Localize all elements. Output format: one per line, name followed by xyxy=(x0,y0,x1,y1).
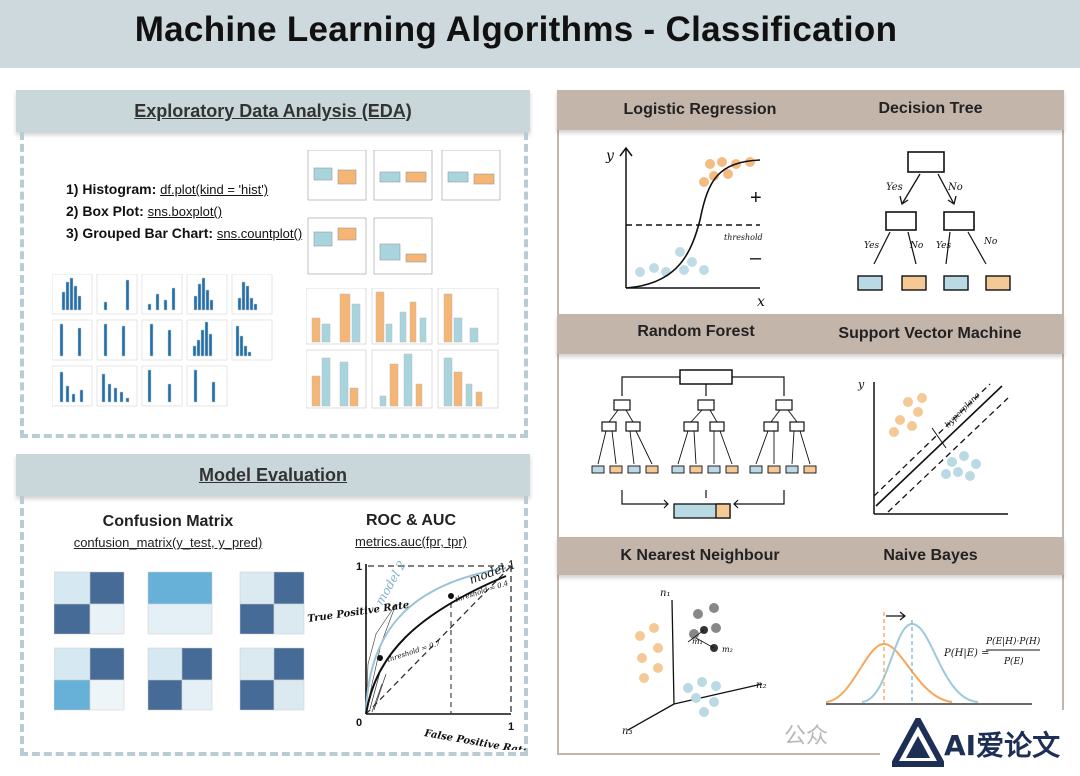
knn-n1: n₁ xyxy=(660,588,670,599)
logistic-plus: + xyxy=(750,187,762,209)
eda-frame xyxy=(20,132,528,438)
boxplot-thumbnails xyxy=(307,150,501,275)
title-banner xyxy=(0,0,1080,68)
random-forest-sketch xyxy=(591,369,817,519)
eda-item-code: sns.boxplot() xyxy=(147,204,223,219)
roc-curve-sketch: model 2 model 1 threshold = 0.4 threshol… xyxy=(307,557,526,750)
svm-sketch: y hyperplane xyxy=(857,378,1009,515)
tree-yes-2: Yes xyxy=(864,241,879,251)
knn-m1: m₁ xyxy=(692,637,703,646)
svm-title: Support Vector Machine xyxy=(838,325,1022,342)
knn-n3: n₃ xyxy=(622,726,632,737)
eda-item-label: 1) Histogram: xyxy=(66,181,157,197)
algorithms-panel xyxy=(557,90,1064,755)
eda-header: Exploratory Data Analysis (EDA) xyxy=(16,90,530,132)
bayes-numerator: P(E|H)·P(H) xyxy=(985,636,1041,647)
watermark-text: 公众 xyxy=(784,724,829,749)
logistic-x-label: x xyxy=(757,294,765,310)
eda-panel: Exploratory Data Analysis (EDA) 1) Histo… xyxy=(16,90,530,438)
algorithms-header-row3: K Nearest Neighbour Naive Bayes xyxy=(557,537,1064,575)
brand-watermark: AI爱论文 xyxy=(880,710,1080,776)
evaluation-header-label: Model Evaluation xyxy=(198,465,348,485)
naive-bayes-sketch: P(H|E) = P(E|H)·P(H) P(E) xyxy=(825,611,1041,705)
evaluation-header: Model Evaluation xyxy=(16,454,530,496)
knn-n2: n₂ xyxy=(756,680,766,691)
eda-item-code: df.plot(kind = 'hist') xyxy=(160,182,269,197)
brand-text: AI爱论文 xyxy=(944,729,1061,762)
knn-title: K Nearest Neighbour xyxy=(620,547,780,564)
eda-item-label: 2) Box Plot: xyxy=(66,203,144,219)
confusion-code: confusion_matrix(y_test, y_pred) xyxy=(73,535,263,550)
bayes-title: Naive Bayes xyxy=(883,547,978,564)
knn-m2: m₂ xyxy=(722,645,733,654)
page-title: Machine Learning Algorithms - Classifica… xyxy=(134,10,898,49)
bayes-denominator: P(E) xyxy=(1003,656,1024,667)
roc-threshold-b: threshold = 0.7 xyxy=(386,639,442,664)
forest-title: Random Forest xyxy=(637,323,755,340)
confusion-title: Confusion Matrix xyxy=(102,513,234,530)
roc-tick-x1: 1 xyxy=(508,721,514,733)
logistic-sketch: y x + – threshold xyxy=(605,146,765,310)
tree-yes-3: Yes xyxy=(936,241,951,251)
eda-item-boxplot: 2) Box Plot: sns.boxplot() xyxy=(66,203,222,219)
bayes-formula-lhs: P(H|E) = xyxy=(943,648,989,659)
logistic-threshold-label: threshold xyxy=(724,233,763,242)
roc-tick-y1: 1 xyxy=(356,561,362,573)
histogram-thumbnails xyxy=(52,274,273,407)
logistic-minus: – xyxy=(750,247,762,269)
tree-no-2: No xyxy=(909,241,924,251)
brand-logo-icon xyxy=(892,718,944,767)
countplot-thumbnails xyxy=(306,288,499,409)
tree-no-3: No xyxy=(983,237,998,247)
svm-y-label: y xyxy=(857,378,865,391)
tree-title: Decision Tree xyxy=(878,100,983,117)
eda-item-countplot: 3) Grouped Bar Chart: sns.countplot() xyxy=(66,225,302,241)
confusion-matrix-thumbnails xyxy=(54,571,305,711)
roc-code: metrics.auc(fpr, tpr) xyxy=(355,534,467,549)
algorithms-header-row1: Logistic Regression Decision Tree xyxy=(557,90,1064,130)
eda-item-code: sns.countplot() xyxy=(216,226,303,241)
eda-item-label: 3) Grouped Bar Chart: xyxy=(66,225,214,241)
tree-no-1: No xyxy=(947,182,963,193)
tree-yes-1: Yes xyxy=(886,182,903,193)
algorithms-header-row2: Random Forest Support Vector Machine xyxy=(557,314,1064,354)
evaluation-panel: Model Evaluation Confusion Matrix confus… xyxy=(16,454,530,760)
decision-tree-sketch: Yes No Yes No Yes No xyxy=(857,151,1011,291)
eda-header-label: Exploratory Data Analysis (EDA) xyxy=(134,101,412,121)
eda-item-histogram: 1) Histogram: df.plot(kind = 'hist') xyxy=(66,181,268,197)
roc-origin: 0 xyxy=(356,717,362,729)
logistic-y-label: y xyxy=(605,148,615,164)
logistic-title: Logistic Regression xyxy=(623,101,777,118)
roc-title: ROC & AUC xyxy=(365,512,457,529)
evaluation-frame xyxy=(20,496,528,756)
knn-sketch: n₁ n₂ n₃ m₁ m₂ xyxy=(622,588,766,737)
